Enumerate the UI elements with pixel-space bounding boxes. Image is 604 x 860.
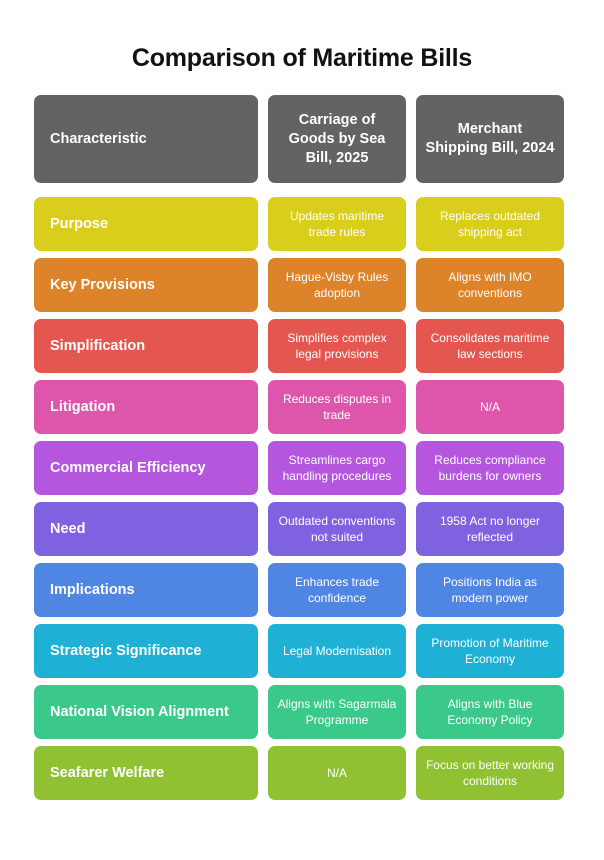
header-cell-characteristic: Characteristic <box>34 95 258 183</box>
cell-bill-a: Hague-Visby Rules adoption <box>268 258 406 312</box>
table-header-row: Characteristic Carriage of Goods by Sea … <box>34 95 570 183</box>
cell-text: Outdated conventions not suited <box>278 514 396 544</box>
cell-text: Enhances trade confidence <box>294 575 380 605</box>
cell-text: 1958 Act no longer reflected <box>439 514 541 544</box>
page-title: Comparison of Maritime Bills <box>131 44 473 72</box>
cell-characteristic: Commercial Efficiency <box>34 441 258 495</box>
cell-text: Strategic Significance <box>50 643 202 659</box>
cell-bill-b: Aligns with IMO conventions <box>416 258 564 312</box>
cell-text: Hague-Visby Rules adoption <box>285 270 389 300</box>
cell-bill-b: Consolidates maritime law sections <box>416 319 564 373</box>
cell-text: Legal Modernisation <box>282 644 392 658</box>
table-row: Commercial Efficiency Streamlines cargo h… <box>34 441 570 495</box>
table-row: Purpose Updates maritime trade rules Repla… <box>34 197 570 251</box>
cell-bill-a: Streamlines cargo handling procedures <box>268 441 406 495</box>
cell-bill-b: Focus on better working conditions <box>416 746 564 800</box>
cell-text: Replaces outdated shipping act <box>439 209 541 239</box>
table-row: Implications Enhances trade confidence Pos… <box>34 563 570 617</box>
cell-characteristic: Implications <box>34 563 258 617</box>
table-row: Key Provisions Hague-Visby Rules adoption… <box>34 258 570 312</box>
table-row: Need Outdated conventions not suited 1958 … <box>34 502 570 556</box>
cell-text: Purpose <box>50 216 109 232</box>
cell-characteristic: Strategic Significance <box>34 624 258 678</box>
table-body: Purpose Updates maritime trade rules Repla… <box>34 197 570 800</box>
cell-bill-b: Promotion of Maritime Economy <box>416 624 564 678</box>
cell-bill-b: Aligns with Blue Economy Policy <box>416 685 564 739</box>
header-label-bill-a: Carriage of Goods by Sea Bill, 2025 <box>288 111 386 166</box>
cell-text: Aligns with Blue Economy Policy <box>447 697 533 727</box>
cell-text: Commercial Efficiency <box>50 460 206 476</box>
cell-text: Streamlines cargo handling procedures <box>282 453 392 483</box>
cell-characteristic: Purpose <box>34 197 258 251</box>
cell-bill-a: Updates maritime trade rules <box>268 197 406 251</box>
header-label-bill-b: Merchant Shipping Bill, 2024 <box>425 121 555 156</box>
cell-text: N/A <box>479 400 500 414</box>
table-row: Strategic Significance Legal Modernisatio… <box>34 624 570 678</box>
header-cell-bill-b: Merchant Shipping Bill, 2024 <box>416 95 564 183</box>
cell-text: Simplifies complex legal provisions <box>287 331 387 361</box>
cell-text: Updates maritime trade rules <box>289 209 385 239</box>
cell-text: Consolidates maritime law sections <box>430 331 550 361</box>
cell-text: Aligns with IMO conventions <box>448 270 532 300</box>
cell-text: National Vision Alignment <box>50 704 229 720</box>
cell-text: N/A <box>326 766 347 780</box>
cell-text: Simplification <box>50 338 146 354</box>
table-row: National Vision Alignment Aligns with Sag… <box>34 685 570 739</box>
cell-bill-b: N/A <box>416 380 564 434</box>
cell-characteristic: National Vision Alignment <box>34 685 258 739</box>
cell-text: Seafarer Welfare <box>50 765 165 781</box>
cell-bill-a: Simplifies complex legal provisions <box>268 319 406 373</box>
cell-bill-a: Aligns with Sagarmala Programme <box>268 685 406 739</box>
cell-text: Aligns with Sagarmala Programme <box>277 697 397 727</box>
cell-bill-b: Positions India as modern power <box>416 563 564 617</box>
cell-text: Need <box>50 521 86 537</box>
table-row: Simplification Simplifies complex legal p… <box>34 319 570 373</box>
cell-text: Promotion of Maritime Economy <box>431 636 549 666</box>
header-label-characteristic: Characteristic <box>50 131 147 147</box>
comparison-table: Characteristic Carriage of Goods by Sea … <box>0 95 604 800</box>
cell-characteristic: Litigation <box>34 380 258 434</box>
cell-bill-a: Reduces disputes in trade <box>268 380 406 434</box>
cell-text: Litigation <box>50 399 116 415</box>
cell-characteristic: Seafarer Welfare <box>34 746 258 800</box>
table-row: Seafarer Welfare N/A Focus on better worki… <box>34 746 570 800</box>
cell-bill-a: Outdated conventions not suited <box>268 502 406 556</box>
cell-characteristic: Simplification <box>34 319 258 373</box>
cell-bill-b: Reduces compliance burdens for owners <box>416 441 564 495</box>
cell-bill-a: N/A <box>268 746 406 800</box>
cell-bill-b: Replaces outdated shipping act <box>416 197 564 251</box>
cell-characteristic: Key Provisions <box>34 258 258 312</box>
cell-text: Key Provisions <box>50 277 155 293</box>
cell-bill-a: Enhances trade confidence <box>268 563 406 617</box>
table-row: Litigation Reduces disputes in trade N/A <box>34 380 570 434</box>
cell-bill-b: 1958 Act no longer reflected <box>416 502 564 556</box>
cell-characteristic: Need <box>34 502 258 556</box>
cell-text: Implications <box>50 582 135 598</box>
cell-text: Positions India as modern power <box>442 575 538 605</box>
cell-text: Focus on better working conditions <box>425 758 555 788</box>
cell-text: Reduces disputes in trade <box>282 392 392 422</box>
header-cell-bill-a: Carriage of Goods by Sea Bill, 2025 <box>268 95 406 183</box>
cell-bill-a: Legal Modernisation <box>268 624 406 678</box>
cell-text: Reduces compliance burdens for owners <box>434 453 546 483</box>
